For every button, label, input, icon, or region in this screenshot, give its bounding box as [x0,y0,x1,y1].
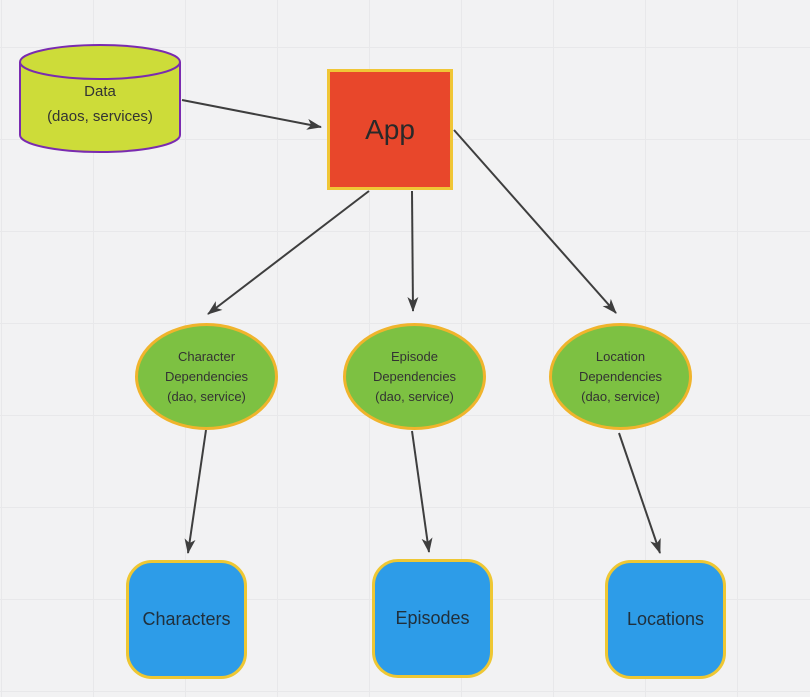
node-episodes[interactable]: Episodes [372,559,493,678]
locations-label: Locations [626,609,705,629]
episodes-label: Episodes [395,608,470,628]
episode-dependencies-label: Episode Dependencies (dao, service) [372,348,457,404]
edge-data-store-to-app[interactable] [181,99,322,130]
node-app[interactable]: App [327,69,453,190]
node-episode-dependencies[interactable]: Episode Dependencies (dao, service) [343,323,486,430]
edge-app-to-episode-dependencies[interactable] [407,190,419,312]
edge-location-dependencies-to-locations[interactable] [618,432,661,554]
edge-app-to-location-dependencies[interactable] [453,129,617,314]
edge-episode-dependencies-to-episodes[interactable] [411,430,433,553]
app-label: App [365,113,415,145]
edge-app-to-character-dependencies[interactable] [207,190,370,315]
node-data-store[interactable]: Data (daos, services) [19,44,181,153]
cylinder-shape [19,44,181,153]
node-locations[interactable]: Locations [605,560,726,679]
edge-character-dependencies-to-characters[interactable] [184,429,207,554]
node-location-dependencies[interactable]: Location Dependencies (dao, service) [549,323,692,430]
location-dependencies-label: Location Dependencies (dao, service) [578,348,663,404]
characters-label: Characters [142,609,231,629]
node-character-dependencies[interactable]: Character Dependencies (dao, service) [135,323,278,430]
node-characters[interactable]: Characters [126,560,247,679]
character-dependencies-label: Character Dependencies (dao, service) [164,348,249,404]
